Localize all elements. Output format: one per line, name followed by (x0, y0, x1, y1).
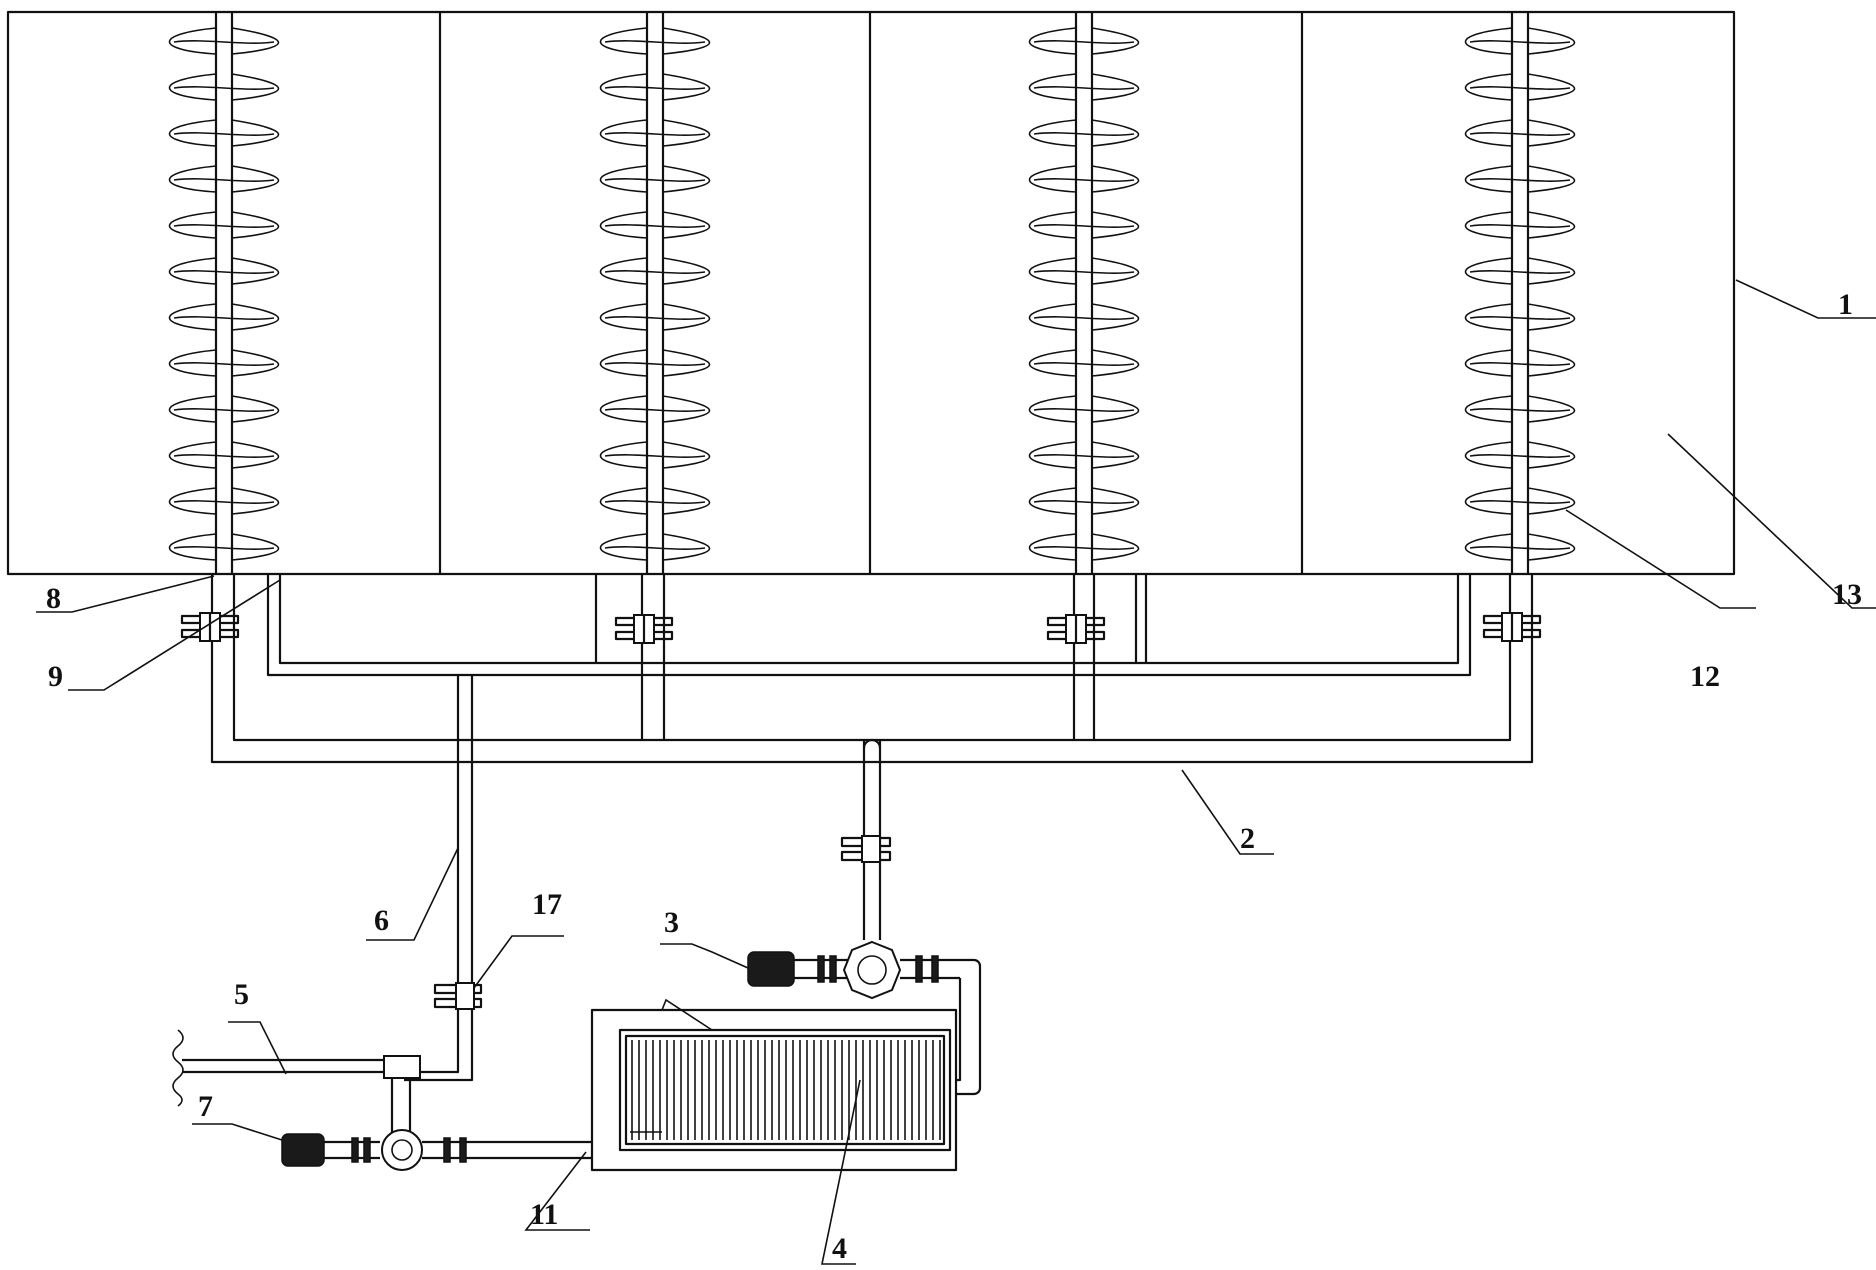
callout-7: 7 (198, 1090, 213, 1123)
main-container (6, 10, 1736, 576)
screw-2 (599, 12, 711, 574)
heat-exchanger-fins-4 (631, 1040, 941, 1140)
screw-3 (1028, 12, 1140, 574)
main-pipe-2 (210, 574, 1534, 764)
screw-conveyors (168, 12, 1576, 574)
callout-17: 17 (532, 888, 562, 921)
callout-4: 4 (832, 1232, 847, 1265)
screw-4 (1464, 12, 1576, 574)
branch-valves (180, 612, 1542, 644)
callout-labels: 1 2 3 4 5 6 7 8 9 11 12 13 17 (46, 288, 1862, 1265)
callout-1: 1 (1838, 288, 1853, 321)
pump-3 (747, 738, 982, 1096)
inlet-pipe-5 (172, 1029, 421, 1138)
valve-4 (1482, 612, 1542, 642)
pipe-6 (404, 675, 483, 1082)
shaft-extensions (640, 574, 1096, 740)
callout-2: 2 (1240, 822, 1255, 855)
valve-2 (614, 614, 674, 644)
heat-exchanger-box-11 (590, 1008, 958, 1172)
callout-12: 12 (1690, 660, 1720, 693)
callout-5: 5 (234, 978, 249, 1011)
callout-13: 13 (1832, 578, 1862, 611)
callout-9: 9 (48, 660, 63, 693)
pump-7 (281, 1129, 592, 1171)
callout-8: 8 (46, 582, 61, 615)
lower-collector-pipe (266, 574, 1472, 677)
screw-1 (168, 12, 280, 574)
valve-3 (1046, 614, 1106, 644)
callout-11: 11 (530, 1198, 558, 1231)
callout-6: 6 (374, 904, 389, 937)
leader-lines (36, 279, 1876, 1265)
callout-3: 3 (664, 906, 679, 939)
